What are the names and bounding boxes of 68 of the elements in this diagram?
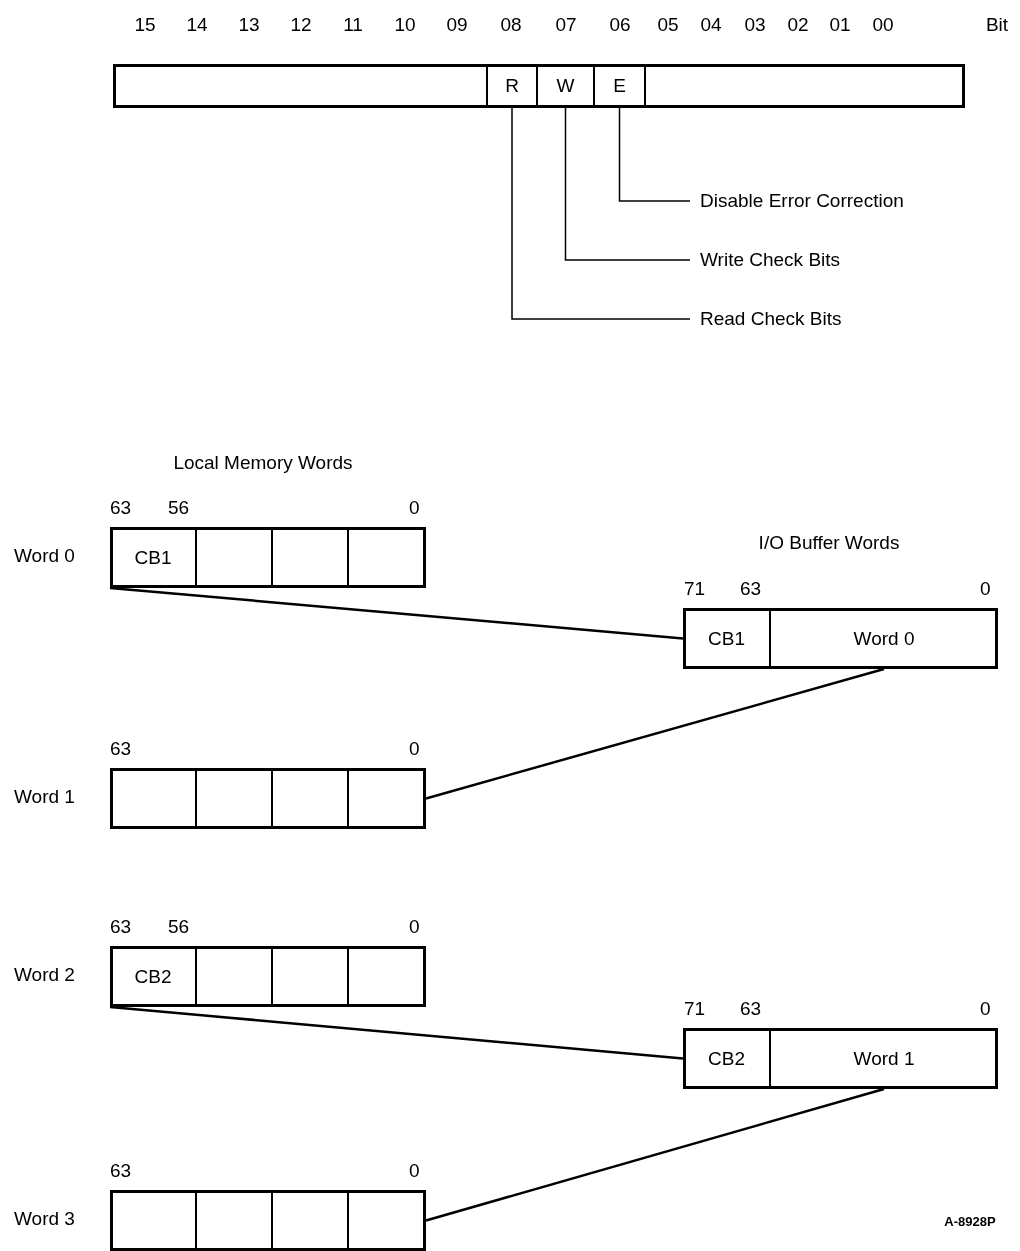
bit-number: 03 — [744, 14, 766, 36]
memory-word-box — [110, 768, 426, 829]
bit-number: 15 — [134, 14, 156, 36]
word-field-cell — [272, 768, 348, 829]
bit-number: 63 — [740, 578, 762, 600]
bit-number: 63 — [110, 916, 132, 938]
word-label: Word 2 — [14, 964, 75, 986]
field-description: Write Check Bits — [700, 245, 990, 275]
bit-number: 09 — [446, 14, 468, 36]
bit-number: 04 — [700, 14, 722, 36]
bit-number: 14 — [186, 14, 208, 36]
bit-field-cell: W — [537, 64, 594, 108]
bit-number: 11 — [343, 14, 363, 36]
bit-number: 05 — [657, 14, 679, 36]
word-label: Word 1 — [14, 786, 75, 808]
bit-field-cell: R — [487, 64, 537, 108]
bit-number: 0 — [409, 497, 420, 519]
bit-number: 0 — [409, 738, 420, 760]
bit-number: 71 — [684, 998, 706, 1020]
word-field-cell — [196, 527, 272, 588]
bit-number: 02 — [787, 14, 809, 36]
connector-line — [109, 586, 684, 640]
bit-number: 0 — [409, 916, 420, 938]
bit-number: 71 — [684, 578, 706, 600]
bit-number: 08 — [500, 14, 522, 36]
memory-word-box — [683, 608, 998, 669]
bit-number: 13 — [238, 14, 260, 36]
bit-number: 01 — [829, 14, 851, 36]
bit-number: 07 — [555, 14, 577, 36]
connector-line — [109, 1005, 684, 1060]
figure-id: A-8928P — [944, 1214, 996, 1229]
bit-field-cell: E — [594, 64, 645, 108]
field-description: Disable Error Correction — [700, 186, 990, 216]
leader-line — [511, 107, 691, 320]
word-field-cell — [196, 1190, 272, 1251]
connector-line — [425, 1087, 885, 1222]
word-field-cell — [196, 946, 272, 1007]
bit-number: 12 — [290, 14, 312, 36]
connector-line — [425, 667, 885, 800]
bit-number: 10 — [394, 14, 416, 36]
bit-number: 0 — [980, 578, 991, 600]
memory-word-box — [683, 1028, 998, 1089]
word-field-cell — [196, 768, 272, 829]
word-label: Word 3 — [14, 1208, 75, 1230]
section-heading: Local Memory Words — [173, 452, 353, 474]
bit-number: 63 — [110, 1160, 132, 1182]
bit-number: 00 — [872, 14, 894, 36]
register-box — [113, 64, 965, 108]
bit-number: 56 — [168, 497, 190, 519]
memory-word-box — [110, 527, 426, 588]
bit-number: 56 — [168, 916, 190, 938]
memory-word-box — [110, 946, 426, 1007]
bit-number: 0 — [980, 998, 991, 1020]
bit-number: 63 — [110, 738, 132, 760]
bit-number: 0 — [409, 1160, 420, 1182]
leader-line — [618, 107, 691, 202]
word-label: Word 0 — [14, 545, 75, 567]
leader-line — [564, 107, 691, 261]
axis-label: Bit — [985, 14, 1009, 36]
section-heading: I/O Buffer Words — [758, 532, 900, 554]
bit-number: 63 — [740, 998, 762, 1020]
word-field-cell — [272, 946, 348, 1007]
memory-word-box — [110, 1190, 426, 1251]
word-field-cell — [272, 1190, 348, 1251]
bit-number: 06 — [609, 14, 631, 36]
bit-number: 63 — [110, 497, 132, 519]
field-description: Read Check Bits — [700, 304, 990, 334]
word-field-cell — [272, 527, 348, 588]
